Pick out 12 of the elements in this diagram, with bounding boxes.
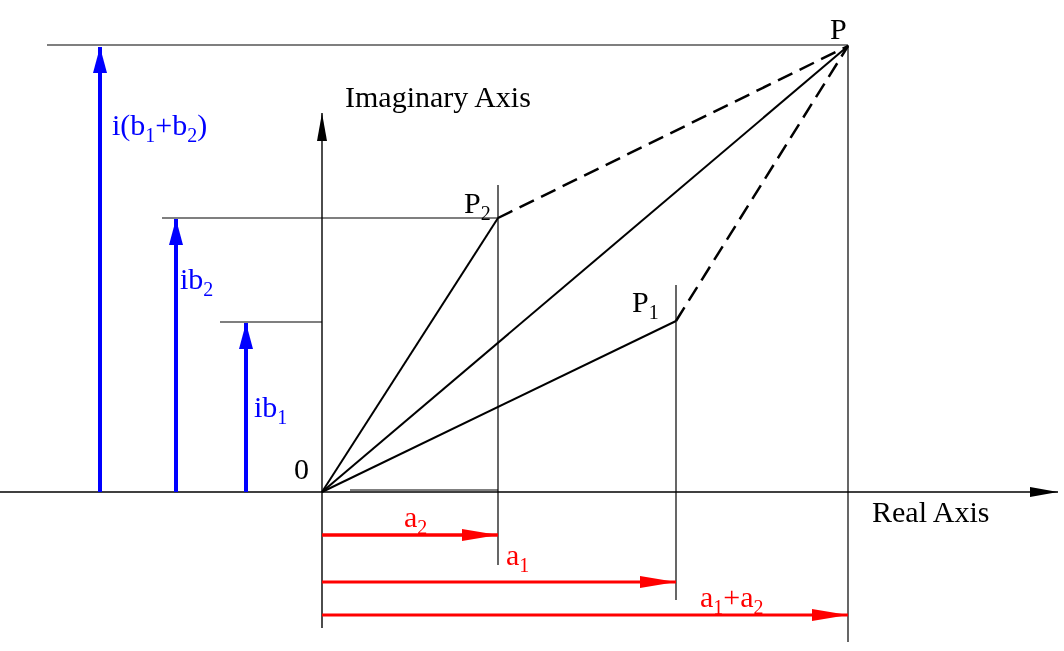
vector-label: i(b$_{1}$+b$_{2}$) bbox=[112, 108, 208, 148]
point-label: P bbox=[830, 12, 847, 46]
vector-label: a$_{1}$ bbox=[506, 538, 530, 578]
vector-label: a$_{2}$ bbox=[404, 500, 428, 540]
vector-label: ib$_{2}$ bbox=[180, 262, 214, 302]
point-label: P$_{1}$ bbox=[632, 285, 659, 325]
point-label: P$_{2}$ bbox=[464, 186, 491, 226]
axis-label: Real Axis bbox=[872, 495, 990, 529]
point-label: 0 bbox=[294, 452, 309, 486]
vector-label: a$_{1}$+a$_{2}$ bbox=[700, 580, 764, 620]
axis-label: Imaginary Axis bbox=[345, 80, 531, 114]
vector-label: ib$_{1}$ bbox=[254, 390, 288, 430]
